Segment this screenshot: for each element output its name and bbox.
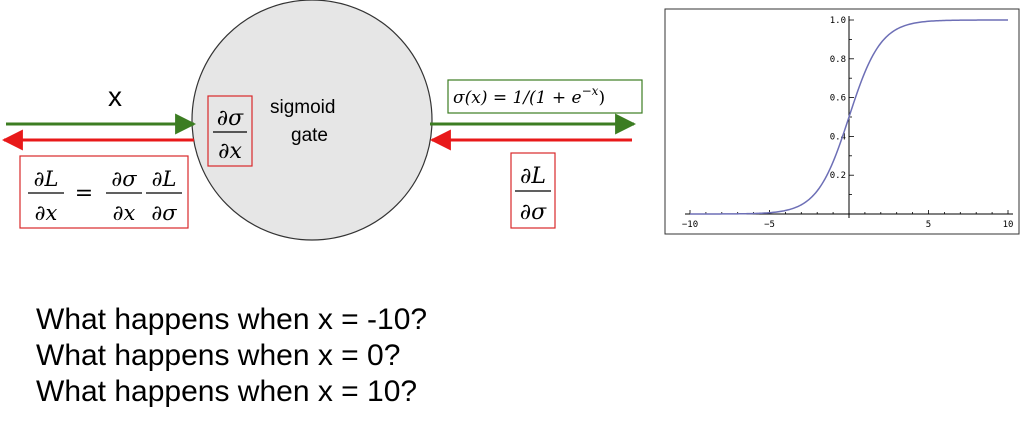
x-tick-label: −10 <box>682 220 698 230</box>
upstream-gradient-denominator: ∂σ <box>520 200 547 225</box>
upstream-gradient-fraction: ∂L ∂σ <box>510 152 556 229</box>
chain-rule-factor1-numerator: ∂σ <box>111 167 137 191</box>
plot-frame <box>664 8 1020 235</box>
y-tick-label: 0.2 <box>830 171 846 181</box>
gate-label-line2: gate <box>291 125 328 146</box>
gate-label-line1: sigmoid <box>270 97 335 118</box>
chain-rule-factor2-denominator: ∂σ <box>151 201 177 225</box>
chain-rule-factor2-numerator: ∂L <box>152 167 177 191</box>
questions: What happens when x = -10? What happens … <box>36 302 427 410</box>
local-gradient-numerator: ∂σ <box>217 106 244 131</box>
question-1: What happens when x = -10? <box>36 303 428 336</box>
y-tick-label: 0.8 <box>830 55 846 65</box>
svg-text:σ(x) = 1/(1 + e−x): σ(x) = 1/(1 + e−x) <box>453 84 605 108</box>
output-formula-tail: ) <box>598 88 605 108</box>
chain-rule-factor1-denominator: ∂x <box>113 201 136 225</box>
y-tick-label: 0.6 <box>830 94 846 104</box>
local-gradient-fraction: ∂σ ∂x <box>207 95 253 167</box>
y-tick-label: 1.0 <box>830 16 846 26</box>
upstream-gradient-numerator: ∂L <box>520 164 546 189</box>
x-ticks: −10 −5 5 10 <box>682 210 1014 230</box>
chain-rule-lhs-denominator: ∂x <box>35 201 58 225</box>
sigmoid-curve <box>690 19 1008 215</box>
chain-rule-lhs-numerator: ∂L <box>34 167 59 191</box>
y-tick-label: 0.4 <box>830 132 846 142</box>
output-formula: σ(x) = 1/(1 + e−x) <box>447 79 643 114</box>
chain-rule-equals: = <box>75 181 93 206</box>
question-2: What happens when x = 0? <box>36 339 401 372</box>
x-tick-label: 5 <box>926 220 931 230</box>
local-gradient-denominator: ∂x <box>218 139 242 164</box>
input-label: x <box>108 81 122 112</box>
sigmoid-plot: −10 −5 5 10 0.2 0.4 0.6 0.8 1.0 <box>664 8 1020 235</box>
output-formula-exponent: −x <box>582 84 599 98</box>
x-tick-label: 10 <box>1003 220 1014 230</box>
x-tick-label: −5 <box>764 220 775 230</box>
question-3: What happens when x = 10? <box>36 375 418 408</box>
chain-rule-equation: ∂L ∂x = ∂σ ∂x ∂L ∂σ <box>19 155 189 229</box>
output-formula-main: σ(x) = 1/(1 + e <box>453 88 582 108</box>
